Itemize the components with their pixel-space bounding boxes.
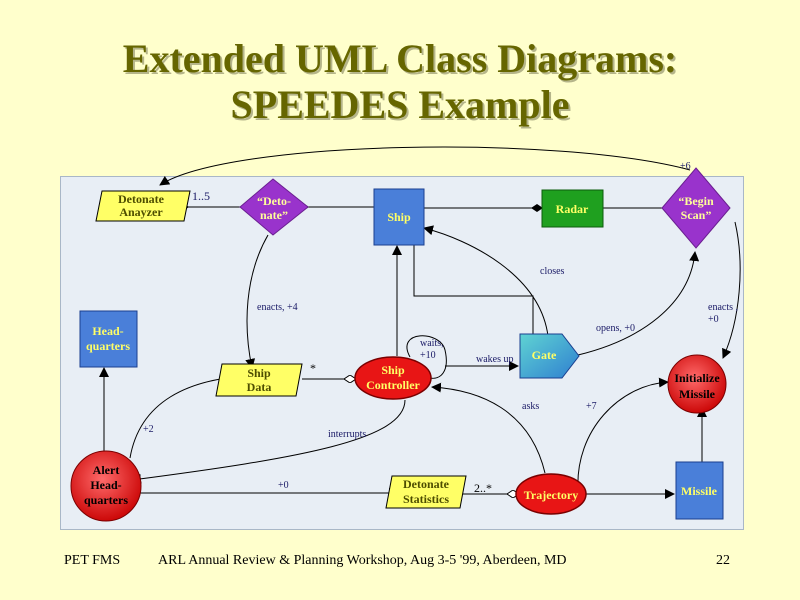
edge-ship-to-gate-bend xyxy=(410,234,534,335)
node-begin-scan-line1: “Begin xyxy=(678,194,714,208)
label-asks: asks xyxy=(522,401,539,412)
edge-trajectory-to-initialize xyxy=(577,377,669,491)
edge-gate-to-ship-closes xyxy=(423,225,549,337)
label-multiplicity-1-5: 1..5 xyxy=(192,189,210,203)
node-ship-data: Ship Data xyxy=(215,363,303,397)
title-line-2: SPEEDES Example xyxy=(230,82,570,127)
slide-title: Extended UML Class Diagrams: SPEEDES Exa… xyxy=(0,36,800,128)
label-plus7: +7 xyxy=(586,401,597,412)
node-detonate-diamond: “Deto- nate” xyxy=(239,178,309,236)
node-ship-data-line1: Ship xyxy=(247,366,271,380)
title-line-1: Extended UML Class Diagrams: xyxy=(122,36,678,81)
edge-waits-self-loop xyxy=(406,335,447,379)
edges xyxy=(99,146,741,499)
label-plus2: +2 xyxy=(143,424,154,435)
label-star: * xyxy=(310,361,316,375)
node-alert-hq-line3: quarters xyxy=(84,493,128,507)
node-begin-scan: “Begin Scan” xyxy=(661,167,731,249)
label-enacts0-line2: +0 xyxy=(708,314,719,325)
node-radar-label: Radar xyxy=(556,202,589,216)
node-alert-hq-line1: Alert xyxy=(93,463,120,477)
edge-begin-scan-to-initialize xyxy=(722,221,741,359)
label-plus6: +6 xyxy=(680,161,691,172)
label-closes: closes xyxy=(540,266,565,277)
label-waits-line2: +10 xyxy=(420,350,436,361)
node-gate: Gate xyxy=(519,333,580,379)
node-detonate-analyzer-line2: Anayzer xyxy=(119,205,163,219)
node-detonate-analyzer-line1: Detonate xyxy=(118,192,165,206)
node-gate-label: Gate xyxy=(532,348,557,362)
node-detonate-analyzer: Detonate Anayzer xyxy=(95,190,191,222)
footer-center: ARL Annual Review & Planning Workshop, A… xyxy=(158,553,567,568)
node-ship-controller-line1: Ship xyxy=(381,363,405,377)
node-missile-label: Missile xyxy=(681,484,718,498)
node-alert-headquarters: Alert Head- quarters xyxy=(70,450,142,522)
edge-deto-to-ship-data xyxy=(245,234,269,369)
node-ship-controller-line2: Controller xyxy=(366,378,420,392)
label-enacts0-line1: enacts , xyxy=(708,302,738,313)
footer-left: PET FMS xyxy=(64,553,121,568)
node-headquarters-line2: quarters xyxy=(86,339,130,353)
node-detonate-diamond-line1: “Deto- xyxy=(257,194,291,208)
node-ship: Ship xyxy=(373,188,425,246)
edge-trajectory-to-controller-asks xyxy=(431,382,546,474)
label-multiplicity-2-many: 2..* xyxy=(474,481,492,495)
edge-gate-to-begin-scan-opens xyxy=(577,251,700,356)
label-interrupts: interrupts xyxy=(328,429,366,440)
edge-controller-to-alert-interrupts xyxy=(131,399,406,484)
label-enacts4: enacts, +4 xyxy=(257,302,298,313)
label-plus0: +0 xyxy=(278,480,289,491)
node-ship-label: Ship xyxy=(387,210,411,224)
node-initialize-missile-line1: Initialize xyxy=(674,371,720,385)
node-begin-scan-line2: Scan” xyxy=(681,208,712,222)
edge-labels: +6 1..5 closes enacts, +4 enacts , +0 op… xyxy=(143,161,738,495)
node-trajectory-label: Trajectory xyxy=(524,488,578,502)
node-missile: Missile xyxy=(675,461,724,520)
footer-page-number: 22 xyxy=(716,553,730,568)
label-opens: opens, +0 xyxy=(596,323,635,334)
node-initialize-missile-line2: Missile xyxy=(679,387,716,401)
node-initialize-missile: Initialize Missile xyxy=(667,354,727,414)
node-alert-hq-line2: Head- xyxy=(90,478,121,492)
node-radar: Radar xyxy=(541,189,604,228)
node-trajectory: Trajectory xyxy=(515,473,587,515)
node-ship-controller: Ship Controller xyxy=(354,356,432,400)
node-detonate-diamond-line2: nate” xyxy=(260,208,288,222)
node-detonate-statistics: Detonate Statistics xyxy=(385,475,467,509)
node-ship-data-line2: Data xyxy=(247,380,272,394)
node-headquarters-line1: Head- xyxy=(92,324,123,338)
node-headquarters: Head- quarters xyxy=(79,310,138,368)
label-waits-line1: waits, xyxy=(420,338,444,349)
edge-begin-scan-to-detonate-analyzer xyxy=(159,146,691,186)
node-detonate-statistics-line2: Statistics xyxy=(403,492,449,506)
node-detonate-statistics-line1: Detonate xyxy=(403,477,450,491)
label-wakes-up: wakes up xyxy=(476,354,514,365)
